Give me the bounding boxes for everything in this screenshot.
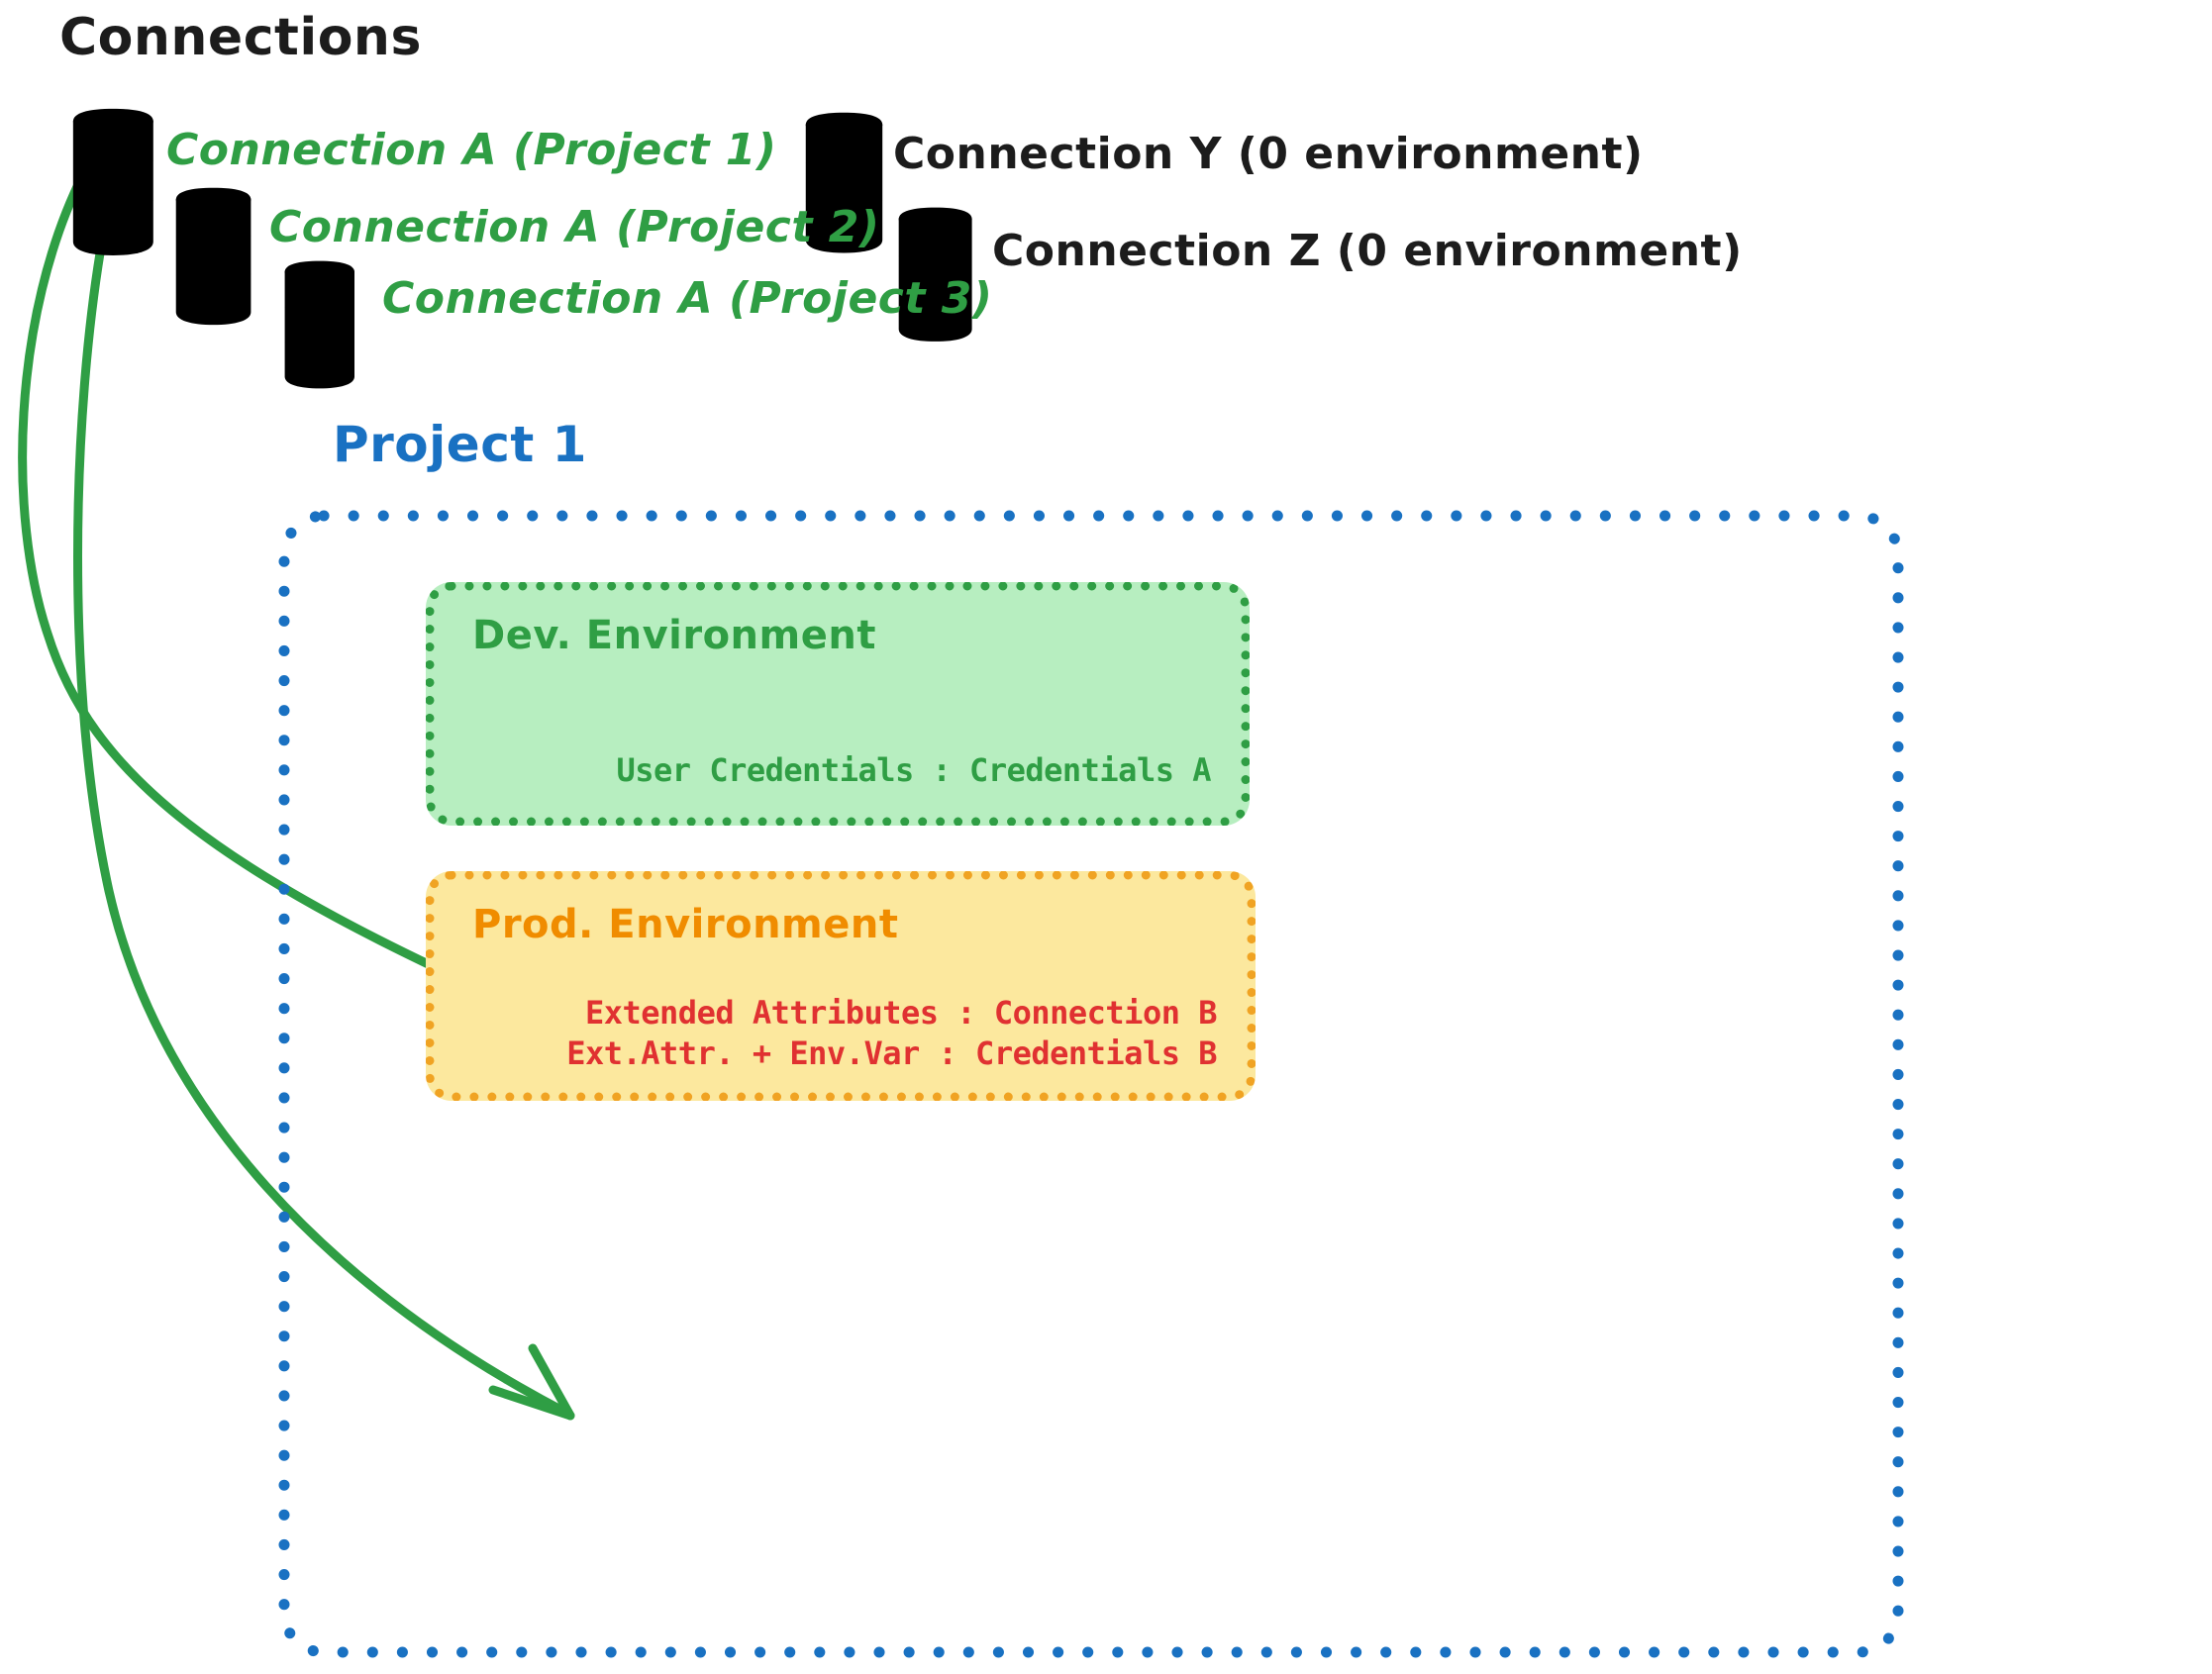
dev-environment-title: Dev. Environment [472,613,876,658]
page-title: Connections [59,8,422,67]
dev-environment-details: User Credentials : Credentials A [617,750,1212,791]
dev-environment-line: User Credentials : Credentials A [616,751,1212,790]
prod-environment-line: Ext.Attr. + Env.Var : Credentials B [566,1034,1217,1073]
prod-environment-box: Prod. Environment Extended Attributes : … [426,871,1256,1101]
prod-environment-title: Prod. Environment [472,902,899,947]
database-icon-connection-a-project-2 [175,187,251,326]
connection-label-a-project-3: Connection A (Project 3) [382,273,993,324]
database-icon-connection-a-project-3 [284,260,354,389]
prod-environment-line: Extended Attributes : Connection B [584,994,1218,1033]
connection-label-z: Connection Z (0 environment) [992,226,1743,276]
connection-label-a-project-1: Connection A (Project 1) [166,125,777,175]
prod-environment-details: Extended Attributes : Connection B Ext.A… [566,993,1217,1074]
connection-label-y: Connection Y (0 environment) [893,129,1644,179]
dev-environment-box: Dev. Environment User Credentials : Cred… [426,582,1250,826]
project-title: Project 1 [333,416,587,473]
connection-label-a-project-2: Connection A (Project 2) [269,202,880,252]
arrow-to-prod-environment [73,231,575,1421]
database-icon-connection-a-project-1 [72,108,153,255]
